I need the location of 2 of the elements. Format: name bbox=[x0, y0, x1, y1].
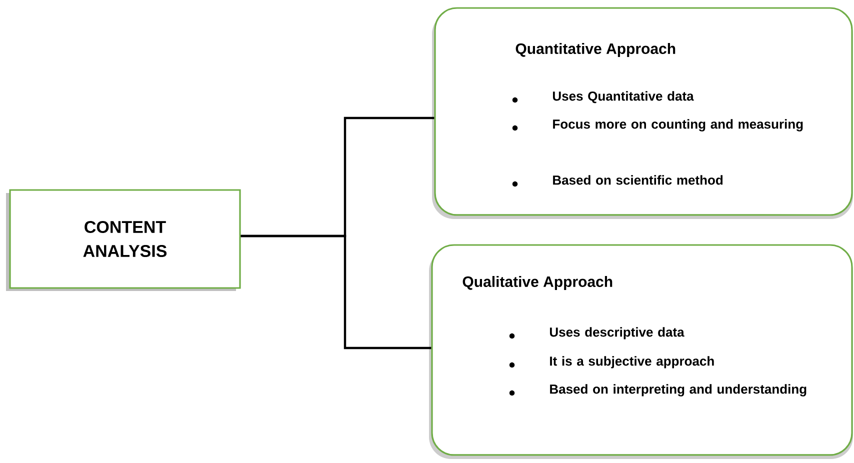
connector-line bbox=[240, 234, 432, 350]
analysis-box: CONTENT ANALYSIS bbox=[6, 189, 241, 291]
